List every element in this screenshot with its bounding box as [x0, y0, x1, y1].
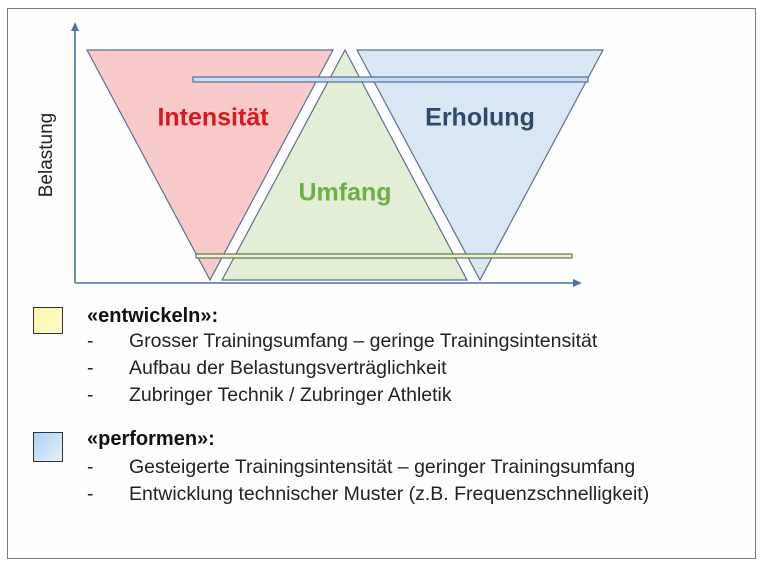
intensity-triangle: [85, 49, 335, 282]
recovery-label: Erholung: [425, 103, 535, 132]
entwickeln-swatch: [33, 307, 63, 334]
legend-title-performen: «performen»:: [87, 428, 215, 450]
legend-title-entwickeln: «entwickeln»:: [87, 305, 219, 327]
volume-triangle: [220, 48, 468, 281]
performen-swatch: [33, 432, 63, 462]
performen-level-bar: [192, 76, 589, 83]
entwickeln-level-bar: [195, 253, 573, 259]
recovery-triangle: [355, 49, 605, 282]
y-axis-label: Belastung: [36, 112, 57, 198]
intensity-label: Intensität: [157, 103, 269, 132]
volume-label: Umfang: [298, 178, 392, 207]
